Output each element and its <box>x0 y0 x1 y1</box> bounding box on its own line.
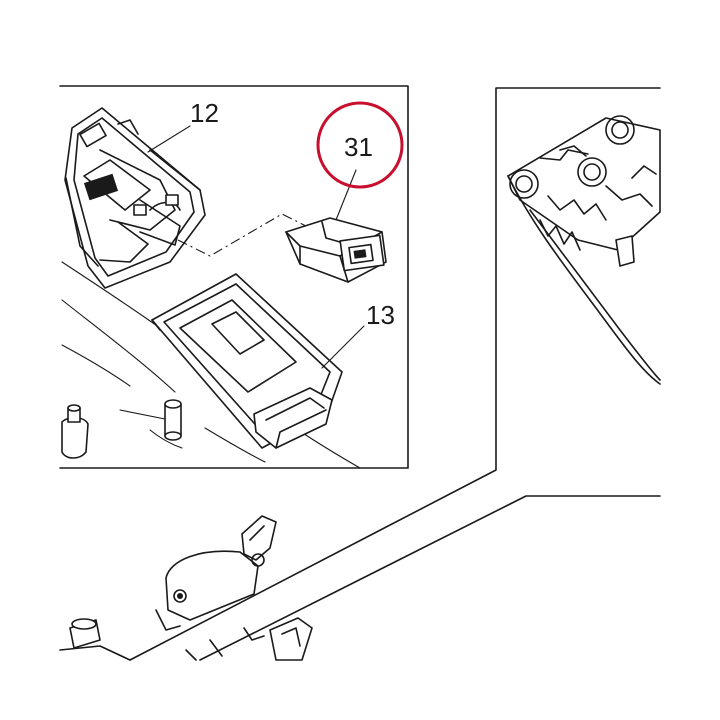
part-12-bracket <box>64 107 206 289</box>
leader-line-12 <box>147 125 191 153</box>
leader-line-13 <box>321 325 365 369</box>
bolt-standoff-center <box>164 399 182 441</box>
bolt-standoff-left <box>61 404 89 459</box>
callout-31: 31 <box>344 132 373 162</box>
leader-line-31 <box>335 169 357 221</box>
part-13-cover <box>151 273 343 449</box>
highlight-ring-31 <box>316 101 404 189</box>
callout-12: 12 <box>190 98 219 128</box>
alignment-dashdot-line <box>177 213 311 257</box>
lower-assembly <box>59 515 313 661</box>
triple-port-housing <box>507 115 661 385</box>
detail-inset-frame <box>59 85 409 469</box>
callout-13: 13 <box>366 300 395 330</box>
part-31-module <box>285 217 387 283</box>
right-detail-frame <box>129 87 661 661</box>
